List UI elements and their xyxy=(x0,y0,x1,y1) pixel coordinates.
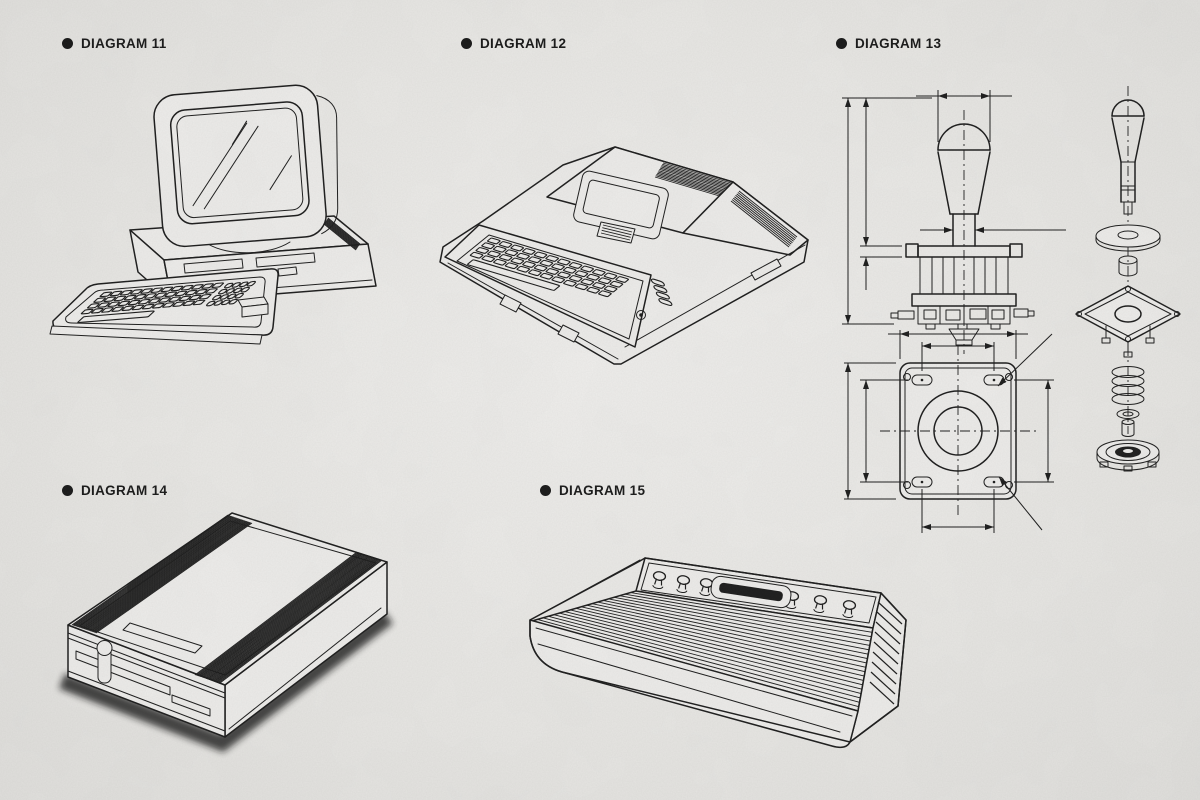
switch-assembly xyxy=(890,305,1035,330)
mounting-plate-exploded xyxy=(1075,285,1181,358)
diagram-12-label-text: DIAGRAM 12 xyxy=(480,36,567,51)
bullet-icon xyxy=(62,485,73,496)
mounting-plate-plan-view xyxy=(844,330,1054,533)
leader-line xyxy=(997,333,1053,387)
leader-line xyxy=(998,476,1043,531)
bullet-icon xyxy=(461,38,472,49)
diagram-15-label-text: DIAGRAM 15 xyxy=(559,483,646,498)
joystick-exploded-view xyxy=(1075,86,1181,472)
bullet-icon xyxy=(62,38,73,49)
home-computer-illustration xyxy=(435,146,809,365)
diagram-14-label: DIAGRAM 14 xyxy=(62,483,167,498)
bullet-icon xyxy=(540,485,551,496)
diagram-14-label-text: DIAGRAM 14 xyxy=(81,483,168,498)
diagram-13-label-text: DIAGRAM 13 xyxy=(855,36,942,51)
diagram-11-label-text: DIAGRAM 11 xyxy=(81,36,167,51)
terminal-tab xyxy=(1013,308,1029,318)
crt-computer-illustration xyxy=(38,84,377,345)
joystick-side-view xyxy=(842,90,1066,354)
game-console-illustration xyxy=(529,557,907,749)
diagram-11-label: DIAGRAM 11 xyxy=(62,36,167,51)
joystick-technical-drawing xyxy=(842,86,1181,533)
power-switch xyxy=(237,296,269,318)
diagram-12-label: DIAGRAM 12 xyxy=(461,36,566,51)
base-actuator xyxy=(1096,439,1160,472)
bullet-icon xyxy=(836,38,847,49)
dust-washer xyxy=(1095,224,1161,252)
diagram-13-label: DIAGRAM 13 xyxy=(836,36,941,51)
crt-monitor xyxy=(153,84,339,248)
terminal-tab xyxy=(897,310,915,320)
disk-drive-illustration xyxy=(59,512,393,753)
mounting-plate xyxy=(905,243,919,258)
diagram-15-label: DIAGRAM 15 xyxy=(540,483,645,498)
exploded-knob xyxy=(1111,99,1145,215)
